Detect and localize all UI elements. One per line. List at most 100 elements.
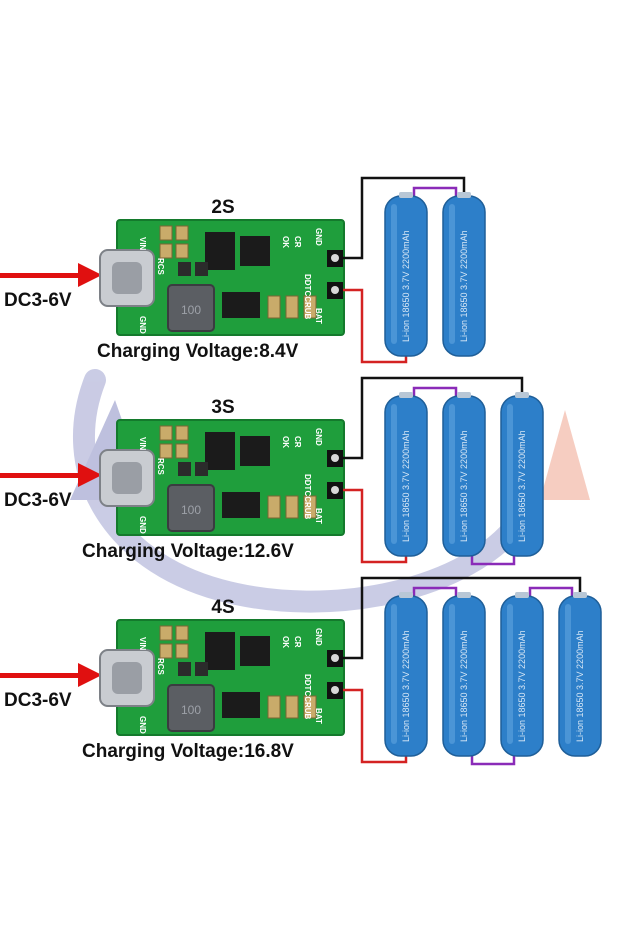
led-ok-label: OK — [281, 636, 290, 648]
input-arrow-head — [78, 463, 102, 487]
battery-cell-4: Li-ion 18650 3.7V 2200mAh — [558, 592, 602, 757]
resistor-2 — [195, 662, 208, 676]
mosfet-chip — [222, 692, 260, 718]
battery-highlight — [449, 204, 455, 344]
input-arrow-head — [78, 663, 102, 687]
resistor-2 — [195, 462, 208, 476]
input-voltage-label: DC3-6V — [4, 490, 72, 511]
terminal-bat-hole — [331, 486, 339, 494]
capacitor-3 — [159, 643, 173, 659]
battery-terminal — [457, 592, 471, 598]
series-link-top-1 — [412, 186, 458, 196]
charging-voltage-label: Charging Voltage:12.6V — [82, 541, 294, 562]
capacitor-1 — [159, 225, 173, 241]
battery-highlight — [391, 404, 397, 544]
out-gnd-label: GND — [314, 628, 323, 646]
capacitor-4 — [175, 243, 189, 259]
series-link-bottom-2 — [470, 756, 516, 766]
battery-highlight — [449, 404, 455, 544]
battery-highlight — [449, 604, 455, 744]
resistor-2 — [195, 262, 208, 276]
vin-pin-label: VIN — [138, 637, 147, 651]
resistor-1 — [178, 262, 191, 276]
terminal-gnd-hole — [331, 254, 339, 262]
capacitor-1 — [159, 425, 173, 441]
battery-label: Li-ion 18650 3.7V 2200mAh — [575, 630, 585, 742]
gnd-pin-label: GND — [138, 516, 147, 534]
input-arrow-shaft — [0, 673, 80, 678]
output-cap-1 — [267, 295, 281, 319]
module-mark: DDTCCRUB — [303, 474, 312, 520]
resistor-1 — [178, 662, 191, 676]
battery-highlight — [391, 604, 397, 744]
vin-pin-label: VIN — [138, 437, 147, 451]
capacitor-3 — [159, 443, 173, 459]
ic-chip-1 — [205, 232, 235, 270]
negative-wire — [343, 376, 524, 460]
battery-cell-1: Li-ion 18650 3.7V 2200mAh — [384, 592, 428, 757]
output-cap-3 — [303, 695, 317, 719]
input-arrow-head — [78, 263, 102, 287]
inductor — [167, 284, 215, 332]
led-cr-label: CR — [293, 636, 302, 648]
terminal-bat-hole — [331, 286, 339, 294]
out-bat-label: BAT — [314, 308, 323, 324]
positive-wire — [343, 688, 408, 764]
battery-label: Li-ion 18650 3.7V 2200mAh — [401, 430, 411, 542]
inductor-mark: 100 — [181, 303, 201, 317]
mosfet-chip — [222, 292, 260, 318]
battery-cell-2: Li-ion 18650 3.7V 2200mAh — [442, 392, 486, 557]
negative-wire — [343, 176, 466, 260]
battery-terminal — [573, 592, 587, 598]
output-cap-2 — [285, 495, 299, 519]
inductor-mark: 100 — [181, 503, 201, 517]
usb-c-port-inner — [112, 462, 142, 494]
series-link-top-1 — [412, 386, 458, 396]
battery-terminal — [515, 392, 529, 398]
rcs-label: RCS — [156, 458, 165, 476]
input-voltage-label: DC3-6V — [4, 290, 72, 311]
ic-chip-2 — [240, 236, 270, 266]
terminal-bat-hole — [331, 686, 339, 694]
ic-chip-2 — [240, 636, 270, 666]
charging-voltage-label: Charging Voltage:8.4V — [97, 341, 299, 362]
section-title: 2S — [211, 197, 234, 218]
out-gnd-label: GND — [314, 428, 323, 446]
positive-wire — [343, 488, 408, 564]
inductor — [167, 484, 215, 532]
battery-label: Li-ion 18650 3.7V 2200mAh — [459, 230, 469, 342]
output-cap-1 — [267, 495, 281, 519]
series-link-top-3 — [528, 586, 574, 596]
led-cr-label: CR — [293, 236, 302, 248]
module-mark: DDTCCRUB — [303, 674, 312, 720]
terminal-gnd-hole — [331, 454, 339, 462]
section-title: 3S — [211, 397, 234, 418]
rcs-label: RCS — [156, 258, 165, 276]
capacitor-3 — [159, 243, 173, 259]
charging-voltage-label: Charging Voltage:16.8V — [82, 741, 294, 762]
usb-c-port-inner — [112, 662, 142, 694]
battery-terminal — [457, 392, 471, 398]
out-bat-label: BAT — [314, 708, 323, 724]
battery-cell-3: Li-ion 18650 3.7V 2200mAh — [500, 592, 544, 757]
output-cap-3 — [303, 495, 317, 519]
battery-highlight — [507, 604, 513, 744]
output-cap-2 — [285, 295, 299, 319]
positive-wire — [343, 288, 408, 364]
capacitor-2 — [175, 625, 189, 641]
battery-label: Li-ion 18650 3.7V 2200mAh — [401, 230, 411, 342]
battery-terminal — [399, 192, 413, 198]
ic-chip-2 — [240, 436, 270, 466]
negative-wire — [343, 576, 582, 660]
battery-highlight — [565, 604, 571, 744]
battery-label: Li-ion 18650 3.7V 2200mAh — [517, 630, 527, 742]
output-cap-2 — [285, 695, 299, 719]
battery-label: Li-ion 18650 3.7V 2200mAh — [401, 630, 411, 742]
vin-pin-label: VIN — [138, 237, 147, 251]
input-arrow-shaft — [0, 473, 80, 478]
output-cap-1 — [267, 695, 281, 719]
capacitor-4 — [175, 643, 189, 659]
